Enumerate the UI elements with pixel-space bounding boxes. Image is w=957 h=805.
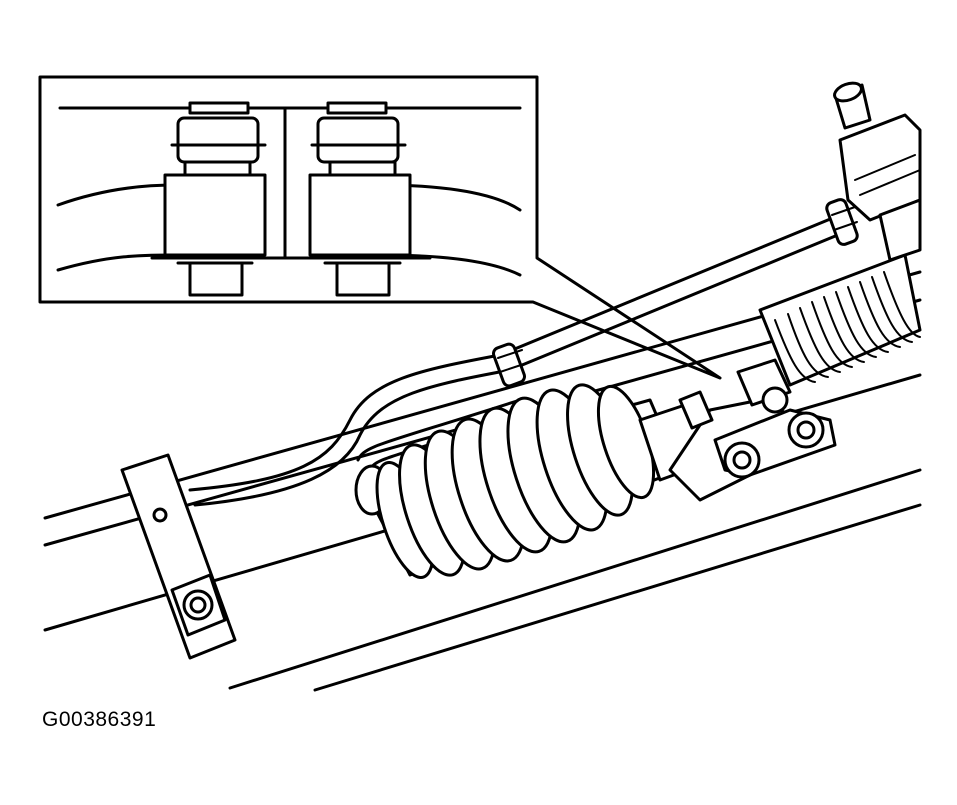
figure-id-label: G00386391 xyxy=(42,708,157,731)
line-clip-right xyxy=(825,198,859,246)
line-clip-left xyxy=(492,342,526,388)
pinion-valve xyxy=(833,81,922,262)
left-boot xyxy=(354,383,717,579)
inset-detail xyxy=(38,75,722,380)
center-mount xyxy=(668,358,837,502)
mounting-bracket xyxy=(120,453,237,660)
right-boot xyxy=(758,253,922,387)
